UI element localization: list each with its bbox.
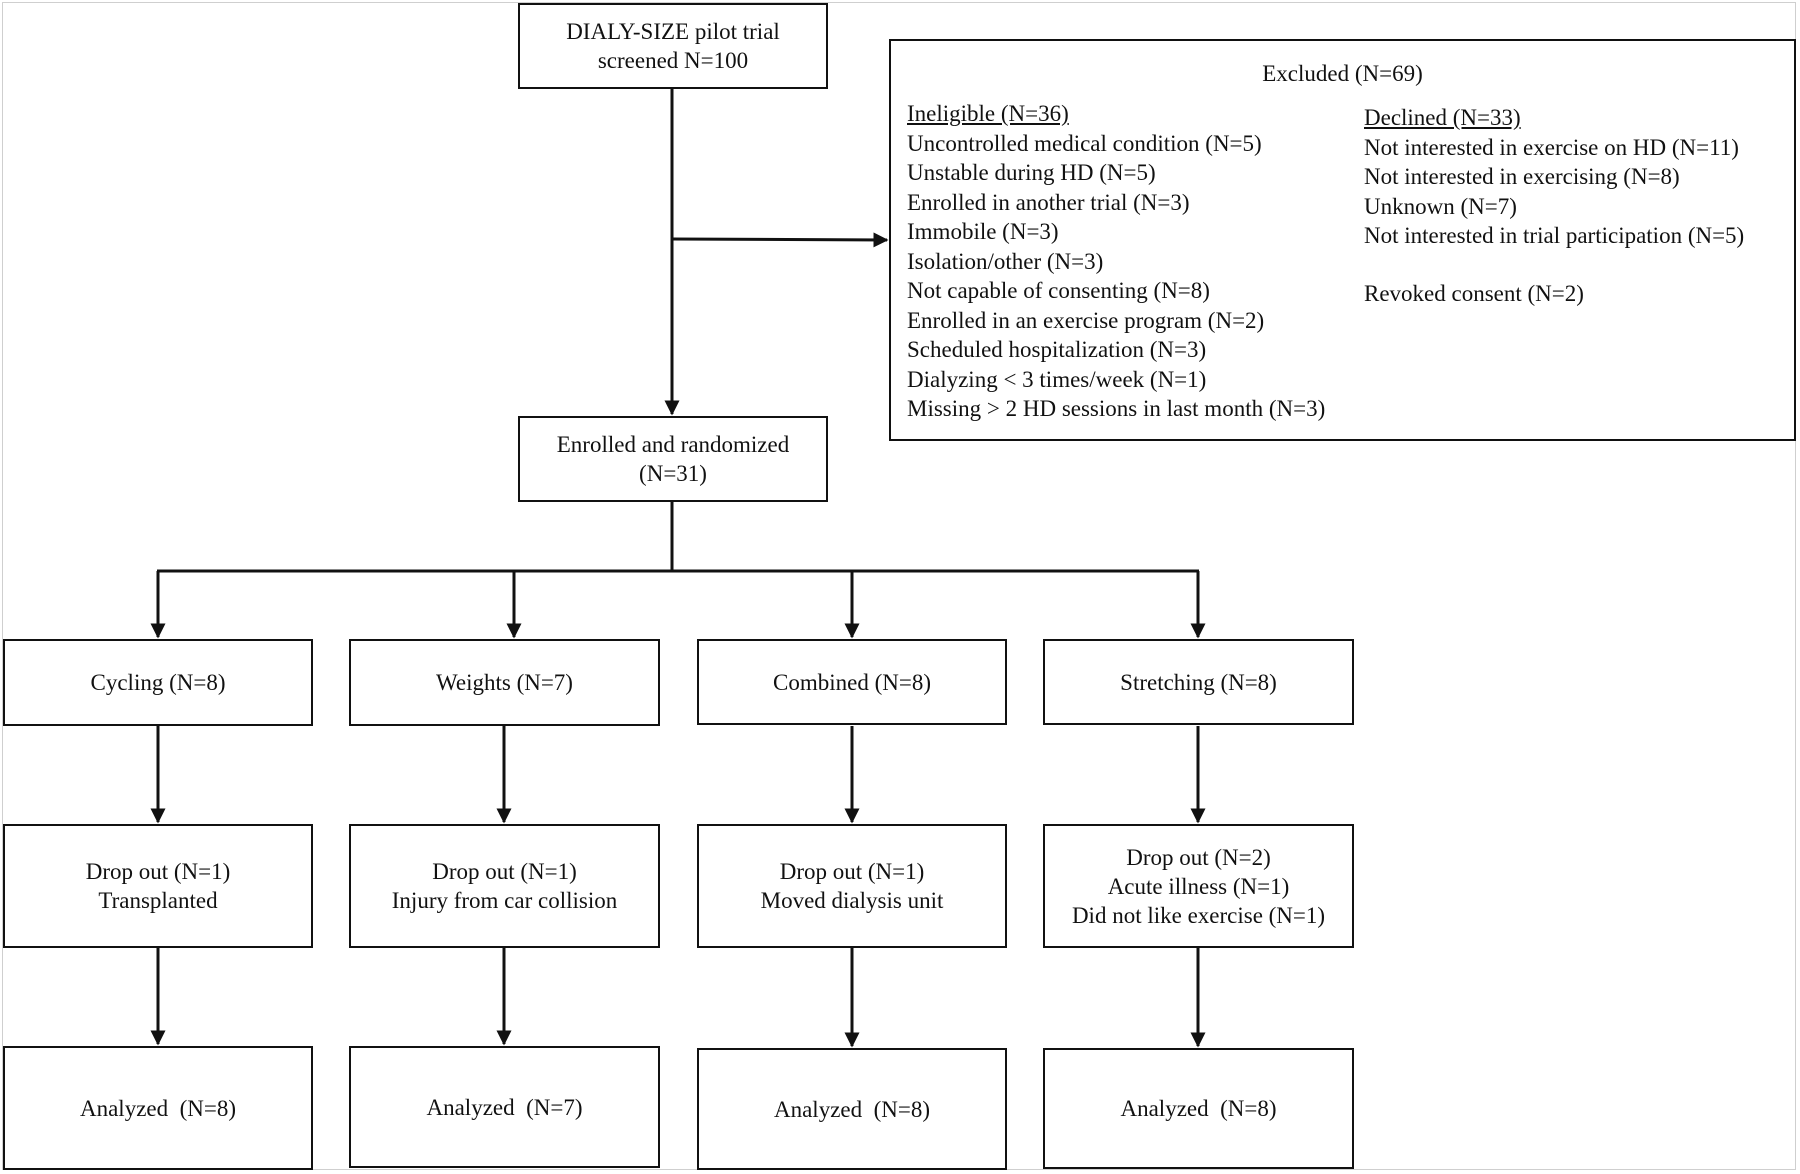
ineligible-item: Missing > 2 HD sessions in last month (N… <box>907 396 1326 421</box>
arm-label: Weights (N=7) <box>436 670 573 695</box>
arm-label: Combined (N=8) <box>773 669 931 695</box>
declined-item: Not interested in trial participation (N… <box>1364 223 1745 248</box>
ineligible-item: Enrolled in an exercise program (N=2) <box>907 307 1265 333</box>
dropout-line: Drop out (N=1) <box>432 859 577 884</box>
ineligible-item: Immobile (N=3) <box>907 219 1059 244</box>
declined-item: Unknown (N=7) <box>1364 193 1517 219</box>
analyzed-label: Analyzed (N=8) <box>773 1096 931 1122</box>
dropout-line: Transplanted <box>98 888 218 913</box>
enrolled-box: Enrolled and randomized (N=31) <box>518 416 828 502</box>
dropout-line: Drop out (N=2) <box>1126 844 1271 870</box>
arm-box-stretching: Stretching (N=8) <box>1043 639 1354 725</box>
enrolled-line-2: (N=31) <box>639 461 707 486</box>
ineligible-heading: Ineligible (N=36) <box>907 101 1069 126</box>
ineligible-item: Unstable during HD (N=5) <box>907 160 1156 185</box>
analyzed-label: Analyzed (N=8) <box>1120 1096 1277 1121</box>
arm-label: Cycling (N=8) <box>90 670 226 695</box>
dropout-line: Drop out (N=1) <box>85 859 231 884</box>
ineligible-item: Isolation/other (N=3) <box>907 248 1104 274</box>
dropout-line: Injury from car collision <box>391 888 618 913</box>
dropout-box-combined: Drop out (N=1) Moved dialysis unit <box>697 824 1007 948</box>
analyzed-box-weights: Analyzed (N=7) <box>349 1046 660 1168</box>
ineligible-list: Ineligible (N=36) Uncontrolled medical c… <box>907 99 1325 424</box>
screened-line-2: screened N=100 <box>597 48 749 73</box>
excluded-box: Excluded (N=69) Ineligible (N=36) Uncont… <box>889 39 1796 441</box>
arm-box-cycling: Cycling (N=8) <box>3 639 313 726</box>
screened-line-1: DIALY-SIZE pilot trial <box>566 19 780 44</box>
enrolled-line-1: Enrolled and randomized <box>556 432 790 457</box>
dropout-line: Drop out (N=1) <box>779 859 925 884</box>
declined-list: Declined (N=33) Not interested in exerci… <box>1364 103 1744 251</box>
analyzed-box-combined: Analyzed (N=8) <box>697 1048 1007 1170</box>
arm-box-weights: Weights (N=7) <box>349 639 660 726</box>
analyzed-label: Analyzed (N=8) <box>79 1095 237 1121</box>
declined-heading: Declined (N=33) <box>1364 105 1521 130</box>
dropout-line: Moved dialysis unit <box>760 888 944 913</box>
excluded-title: Excluded (N=69) <box>1262 61 1423 86</box>
dropout-box-weights: Drop out (N=1) Injury from car collision <box>349 824 660 948</box>
ineligible-item: Dialyzing < 3 times/week (N=1) <box>907 366 1207 392</box>
ineligible-item: Scheduled hospitalization (N=3) <box>907 337 1207 362</box>
arrow-to-excluded <box>671 232 889 248</box>
analyzed-box-stretching: Analyzed (N=8) <box>1043 1048 1354 1169</box>
ineligible-item: Not capable of consenting (N=8) <box>907 278 1210 303</box>
declined-item: Not interested in exercise on HD (N=11) <box>1364 134 1739 160</box>
dropout-line: Did not like exercise (N=1) <box>1071 902 1326 928</box>
dropout-line: Acute illness (N=1) <box>1107 873 1290 899</box>
dropout-box-stretching: Drop out (N=2) Acute illness (N=1) Did n… <box>1043 824 1354 948</box>
arm-label: Stretching (N=8) <box>1120 669 1277 695</box>
ineligible-item: Uncontrolled medical condition (N=5) <box>907 130 1262 156</box>
analyzed-label: Analyzed (N=7) <box>426 1094 583 1120</box>
dropout-box-cycling: Drop out (N=1) Transplanted <box>3 824 313 948</box>
arm-box-combined: Combined (N=8) <box>697 639 1007 725</box>
analyzed-box-cycling: Analyzed (N=8) <box>3 1046 313 1170</box>
ineligible-item: Enrolled in another trial (N=3) <box>907 189 1190 215</box>
screened-box: DIALY-SIZE pilot trial screened N=100 <box>518 3 828 89</box>
revoked-consent: Revoked consent (N=2) <box>1364 281 1584 306</box>
declined-item: Not interested in exercising (N=8) <box>1364 164 1680 189</box>
